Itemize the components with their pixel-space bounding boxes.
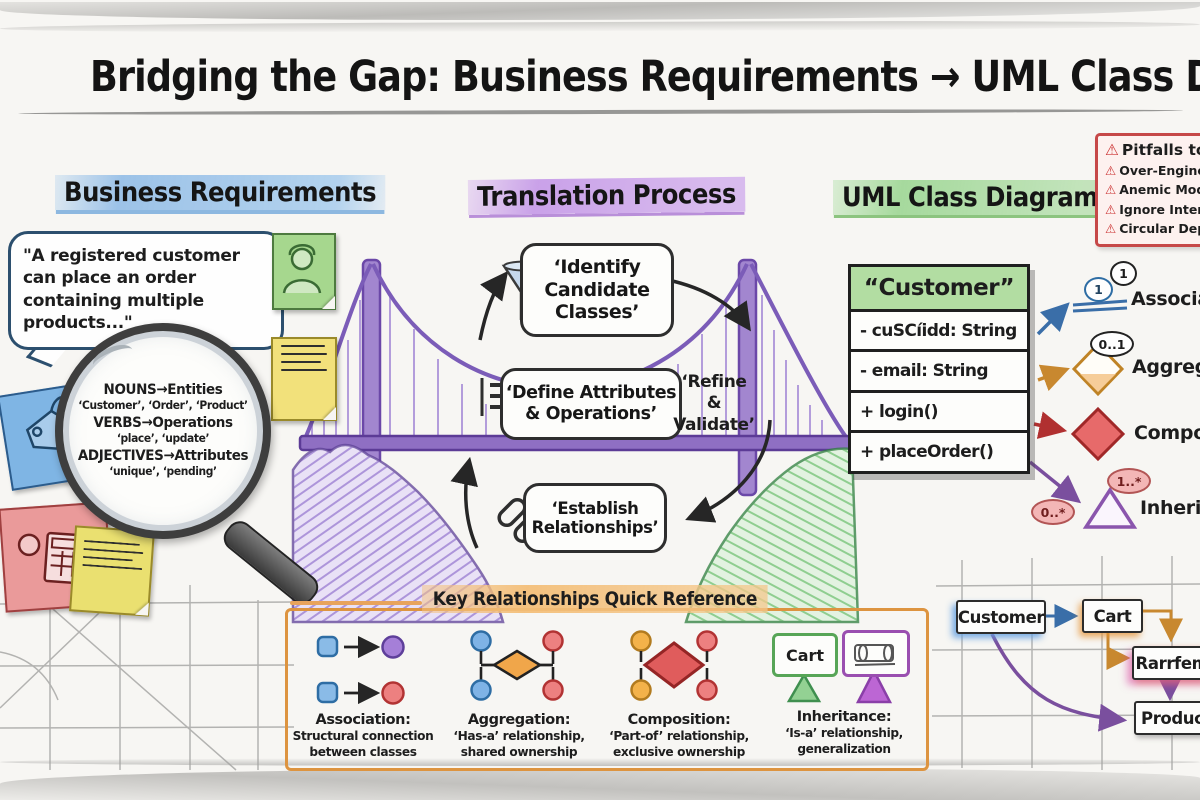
pitfalls-box: ⚠Pitfalls to ⚠Over-Engine ⚠Anemic Mod ⚠I… bbox=[1095, 133, 1200, 247]
class-name-header: “Customer” bbox=[848, 264, 1030, 312]
inheritance-doodle-box bbox=[842, 630, 910, 677]
pitfall-item: ⚠Ignore Inter bbox=[1105, 201, 1200, 217]
person-icon bbox=[282, 244, 322, 294]
sticky-note-yellow bbox=[271, 337, 337, 421]
warning-icon: ⚠ bbox=[1105, 182, 1117, 198]
sticky-fold bbox=[323, 407, 336, 420]
step-define-attributes-operations: ‘Define Attributes & Operations’ bbox=[500, 368, 682, 440]
scribble-line bbox=[281, 361, 321, 363]
legend-association-label: Association bbox=[1131, 288, 1200, 310]
class-attribute: - cuSCíidd: String bbox=[848, 308, 1030, 353]
quick-reference-top-line bbox=[290, 601, 422, 605]
inheritance-cart-box: Cart bbox=[772, 633, 838, 677]
inheritance-definition: Inheritance: ‘Is-a’ relationship, genera… bbox=[785, 709, 903, 758]
mini-node-cart: Cart bbox=[1082, 599, 1143, 633]
nouns-examples: ‘Customer’, ‘Order’, ‘Product’ bbox=[78, 397, 248, 412]
uml-class-customer: “Customer” - cuSCíidd: String - email: S… bbox=[848, 264, 1030, 474]
mini-node-product: Product bbox=[1134, 701, 1200, 735]
paper-edge-bottom bbox=[0, 768, 1200, 800]
scribble-line bbox=[281, 353, 327, 355]
sticky-note-green bbox=[272, 233, 336, 310]
pitfall-item: ⚠Anemic Mod bbox=[1105, 182, 1200, 198]
sticky-fold bbox=[322, 296, 335, 309]
page-title: Bridging the Gap: Business Requirements … bbox=[90, 52, 1200, 102]
title-underline bbox=[17, 108, 1184, 116]
magnifier-handle bbox=[218, 516, 324, 610]
class-attribute: - email: String bbox=[848, 349, 1030, 393]
section-header-business-requirements: Business Requirements bbox=[55, 175, 386, 210]
class-method: + placeOrder() bbox=[848, 430, 1030, 474]
requirement-speech-bubble: "A registered customer can place an orde… bbox=[8, 231, 284, 350]
composition-definition: Composition: ‘Part-of’ relationship, exc… bbox=[609, 712, 749, 761]
verbs-heading: VERBS→Operations bbox=[93, 414, 233, 431]
multiplicity-bubble: 0..1 bbox=[1090, 331, 1134, 357]
legend-aggregation-label: Aggregation bbox=[1132, 356, 1200, 378]
mini-node-payment: Rarrfem bbox=[1132, 646, 1200, 680]
adjectives-heading: ADJECTIVES→Attributes bbox=[77, 447, 249, 464]
paper-edge-top bbox=[0, 2, 1200, 20]
section-header-uml-class-diagram: UML Class Diagram bbox=[833, 180, 1108, 215]
legend-inheritance-label: Inheritance bbox=[1140, 497, 1200, 519]
paper-edge-top-2 bbox=[0, 19, 1200, 34]
multiplicity-bubble: 1..* bbox=[1107, 468, 1151, 494]
step-establish-relationships: ‘Establish Relationships’ bbox=[523, 483, 667, 553]
warning-icon: ⚠ bbox=[1105, 201, 1117, 217]
step-refine-validate: ‘Refine & Validate’ bbox=[673, 372, 755, 435]
quick-reference-title: Key Relationships Quick Reference bbox=[422, 585, 768, 613]
scribble-line bbox=[83, 539, 140, 546]
warning-icon: ⚠ bbox=[1105, 221, 1117, 237]
mini-node-customer: Customer bbox=[956, 600, 1046, 634]
magnifier-lens: NOUNS→Entities ‘Customer’, ‘Order’, ‘Pro… bbox=[55, 323, 271, 539]
pitfall-item: ⚠Circular Dep bbox=[1105, 221, 1200, 237]
section-header-translation-process: Translation Process bbox=[467, 176, 746, 215]
sticky-fold bbox=[135, 601, 149, 616]
pitfalls-title-row: ⚠Pitfalls to bbox=[1105, 141, 1200, 159]
warning-icon: ⚠ bbox=[1105, 163, 1117, 178]
warning-icon: ⚠ bbox=[1105, 141, 1119, 159]
multiplicity-bubble: 0..* bbox=[1031, 499, 1075, 525]
multiplicity-bubble: 1 bbox=[1110, 261, 1137, 286]
cart-doodle-icon bbox=[854, 644, 896, 666]
scribble-line bbox=[82, 555, 133, 562]
scribble-line bbox=[281, 369, 327, 371]
class-method: + login() bbox=[848, 389, 1030, 434]
association-definition: Association: Structural connection betwe… bbox=[292, 712, 434, 761]
adjectives-examples: ‘unique’, ‘pending’ bbox=[109, 463, 217, 478]
scribble-line bbox=[83, 547, 144, 555]
multiplicity-bubble: 1 bbox=[1084, 277, 1113, 302]
nouns-heading: NOUNS→Entities bbox=[103, 381, 223, 398]
verbs-examples: ‘place’, ‘update’ bbox=[116, 430, 210, 445]
step-identify-candidate-classes: ‘Identify Candidate Classes’ bbox=[520, 243, 674, 337]
pitfall-item: ⚠Over-Engine bbox=[1105, 163, 1200, 178]
scribble-line bbox=[281, 345, 325, 347]
sticky-note-yellow-2 bbox=[69, 525, 155, 617]
aggregation-definition: Aggregation: ‘Has-a’ relationship, share… bbox=[453, 712, 585, 761]
scribble-line bbox=[82, 563, 143, 571]
legend-composition-label: Composition bbox=[1134, 422, 1200, 444]
